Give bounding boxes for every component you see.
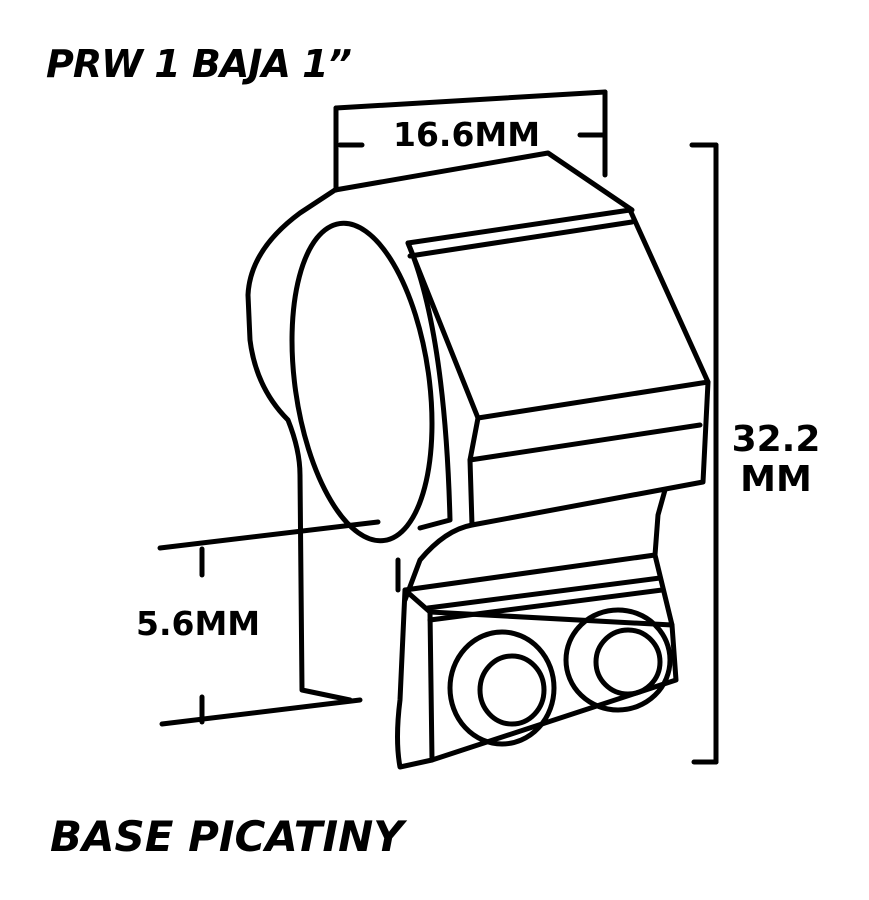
screw-left bbox=[447, 629, 557, 747]
base-height-dimension-label: 5.6MM bbox=[136, 604, 261, 643]
width-dimension-label: 16.6MM bbox=[393, 115, 541, 154]
base-height-dimension bbox=[157, 519, 381, 727]
ring-bore bbox=[289, 220, 435, 544]
height-dimension-label: 32.2 MM bbox=[728, 420, 824, 500]
ring-body bbox=[245, 150, 711, 770]
base-type-caption: BASE PICATINY bbox=[50, 812, 404, 861]
height-unit: MM bbox=[740, 459, 812, 500]
page-title: PRW 1 BAJA 1” bbox=[46, 42, 352, 86]
screw-right bbox=[563, 607, 673, 713]
width-dimension-bracket bbox=[333, 89, 608, 193]
height-value: 32.2 bbox=[731, 419, 821, 460]
height-dimension-bracket bbox=[689, 142, 719, 765]
